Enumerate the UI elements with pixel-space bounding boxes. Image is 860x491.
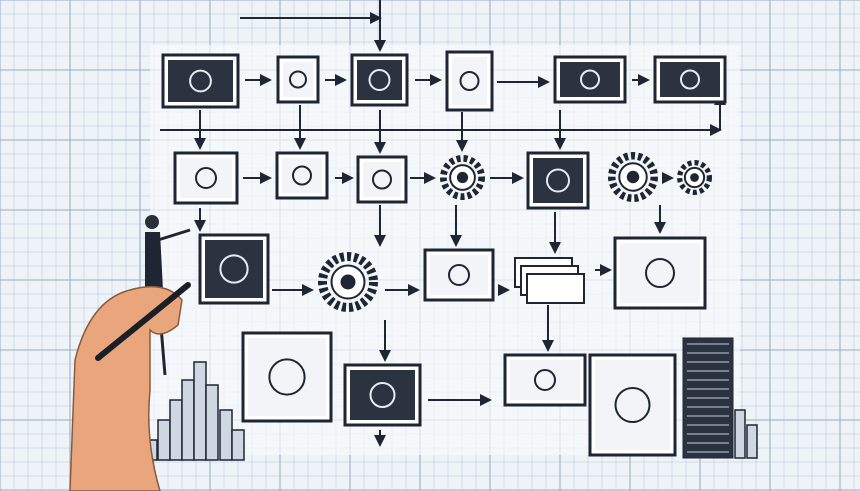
line-chart-icon <box>653 55 727 104</box>
gear-icon <box>440 155 485 200</box>
bar-column <box>169 399 183 461</box>
task-board-icon <box>613 236 707 310</box>
bar-column <box>181 379 195 461</box>
server-rack-icon <box>682 337 734 459</box>
gear-icon <box>677 160 712 195</box>
bar-column <box>746 424 758 459</box>
bar-chart-icon <box>161 53 240 109</box>
diagram-nodes <box>161 50 734 459</box>
cubes-network-icon <box>343 363 422 427</box>
bar-column <box>205 384 219 461</box>
printer-terminal-icon <box>241 331 333 423</box>
puzzle-gear-icon <box>318 252 378 312</box>
bar-column <box>231 429 245 461</box>
computer-icon <box>503 353 587 407</box>
play-icon <box>350 53 409 107</box>
connector-arrows <box>160 0 726 447</box>
team-icon <box>275 151 329 200</box>
gear-icon <box>608 152 658 202</box>
bar-column <box>734 409 746 459</box>
cube-icon <box>356 155 408 204</box>
bar-column <box>219 409 233 461</box>
meeting-icon <box>173 151 239 205</box>
workstation-icon <box>588 353 677 457</box>
hand-holding-pen <box>69 282 191 491</box>
bar-column <box>157 419 171 461</box>
user-profile-icon <box>276 55 320 104</box>
bar-columns-left <box>144 361 758 461</box>
vinyl-disc-icon <box>198 233 270 305</box>
document-icon <box>445 50 494 112</box>
hexagon-network-icon <box>526 151 590 210</box>
gear-box-icon <box>423 248 495 302</box>
pen-icon <box>95 282 191 361</box>
envelope-icon <box>553 55 627 104</box>
paper-stack-icon <box>514 257 585 304</box>
bar-column <box>193 361 207 461</box>
